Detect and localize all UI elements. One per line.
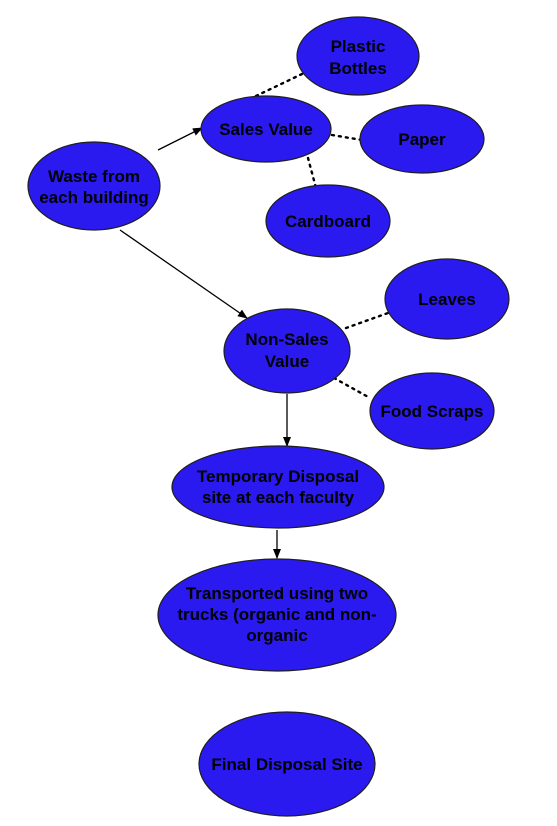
node-label-line-1: Paper bbox=[398, 130, 446, 149]
node-non-sales-value: Non-Sales Value bbox=[223, 308, 351, 394]
dotted-sales-to-paper bbox=[330, 133, 364, 142]
node-ellipse bbox=[384, 258, 510, 340]
node-ellipse bbox=[171, 445, 385, 529]
node-label-line-1: Food Scraps bbox=[381, 402, 484, 421]
node-label-line-1: Transported using two bbox=[186, 584, 368, 603]
node-waste-from-each-building: Waste from each building bbox=[27, 141, 161, 231]
node-food-scraps: Food Scraps bbox=[369, 372, 495, 450]
node-ellipse bbox=[198, 711, 376, 817]
connectors bbox=[119, 72, 390, 559]
node-label-line-1: Final Disposal Site bbox=[211, 755, 362, 774]
dotted-sales-to-plastic bbox=[254, 72, 304, 98]
node-paper: Paper bbox=[359, 104, 485, 174]
node-leaves: Leaves bbox=[384, 258, 510, 340]
node-label-line-2: Value bbox=[265, 352, 309, 371]
node-ellipse bbox=[359, 104, 485, 174]
dotted-nonsales-to-food bbox=[332, 376, 372, 400]
node-ellipse bbox=[223, 308, 351, 394]
node-label-line-1: Cardboard bbox=[285, 212, 371, 231]
node-plastic-bottles: Plastic Bottles bbox=[296, 16, 420, 96]
node-sales-value: Sales Value bbox=[200, 95, 332, 163]
arrow-waste-to-sales bbox=[157, 127, 203, 151]
node-label-line-2: site at each faculty bbox=[202, 488, 355, 507]
node-ellipse bbox=[157, 558, 397, 672]
node-label-line-3: organic bbox=[246, 626, 307, 645]
node-label-line-2: trucks (organic and non- bbox=[177, 605, 376, 624]
node-ellipse bbox=[369, 372, 495, 450]
node-label-line-1: Non-Sales bbox=[245, 330, 328, 349]
dotted-sales-to-cardboard bbox=[306, 156, 318, 190]
node-label-line-2: Bottles bbox=[329, 59, 387, 78]
node-final-disposal-site: Final Disposal Site bbox=[198, 711, 376, 817]
node-temporary-disposal-site: Temporary Disposal site at each faculty bbox=[171, 445, 385, 529]
node-label-line-2: each building bbox=[39, 188, 149, 207]
node-ellipse bbox=[27, 141, 161, 231]
node-cardboard: Cardboard bbox=[265, 184, 391, 258]
node-label-line-1: Waste from bbox=[48, 167, 140, 186]
node-ellipse bbox=[296, 16, 420, 96]
arrow-waste-to-nonsales bbox=[119, 229, 248, 319]
node-label-line-1: Sales Value bbox=[219, 120, 313, 139]
node-ellipse bbox=[200, 95, 332, 163]
node-ellipse bbox=[265, 184, 391, 258]
node-label-line-1: Temporary Disposal bbox=[197, 467, 359, 486]
node-transported-two-trucks: Transported using two trucks (organic an… bbox=[157, 558, 397, 672]
node-label-line-1: Plastic bbox=[331, 37, 386, 56]
node-label-line-1: Leaves bbox=[418, 290, 476, 309]
dotted-nonsales-to-leaves bbox=[344, 311, 390, 330]
